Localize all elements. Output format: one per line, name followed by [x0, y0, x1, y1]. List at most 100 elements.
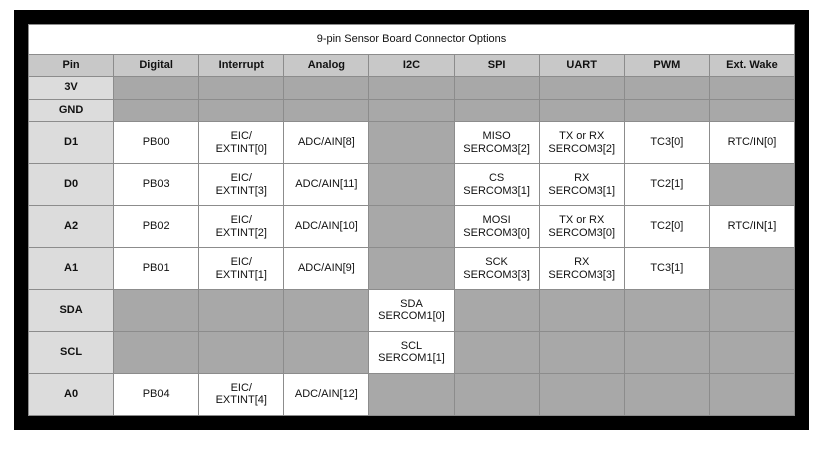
- cell-line: SCL: [400, 339, 423, 352]
- cell-digital: PB01: [113, 247, 200, 290]
- cell-line: SERCOM3[3]: [548, 268, 616, 281]
- empty-cell-digital: [113, 98, 200, 123]
- empty-cell-digital: [113, 76, 200, 100]
- title-row: 9-pin Sensor Board Connector Options: [28, 24, 795, 55]
- cell-line: SERCOM3[2]: [463, 142, 530, 155]
- cell-pwm: TC2[0]: [623, 205, 710, 249]
- cell-line: TX or RX: [559, 129, 605, 142]
- cell-line: EIC/: [230, 171, 252, 184]
- empty-cell-interrupt: [198, 289, 285, 332]
- cell-line: ADC/AIN[10]: [294, 220, 358, 233]
- cell-line: RX: [574, 255, 590, 268]
- cell-line: PB01: [142, 262, 170, 275]
- empty-cell-uart: [538, 76, 625, 100]
- cell-line: ADC/AIN[8]: [297, 136, 355, 149]
- cell-digital: PB00: [113, 121, 200, 165]
- empty-cell-pwm: [623, 372, 710, 417]
- empty-cell-interrupt: [198, 98, 285, 123]
- cell-line: TC2[1]: [650, 178, 684, 191]
- cell-line: SERCOM3[0]: [463, 226, 530, 239]
- empty-cell-spi: [453, 76, 540, 100]
- cell-line: SERCOM3[1]: [548, 184, 616, 197]
- cell-line: EIC/: [230, 381, 252, 394]
- empty-cell-extwake: [708, 330, 796, 374]
- pin-name-cell: D0: [27, 163, 115, 207]
- empty-cell-analog: [283, 289, 370, 332]
- cell-line: EXTINT[0]: [215, 142, 267, 155]
- empty-cell-uart: [538, 98, 625, 123]
- cell-line: SDA: [400, 297, 423, 310]
- cell-line: ADC/AIN[12]: [294, 388, 358, 401]
- cell-digital: PB04: [113, 372, 200, 417]
- pin-capability-table: 9-pin Sensor Board Connector Options Pin…: [27, 24, 796, 417]
- cell-digital: PB02: [113, 205, 200, 249]
- empty-cell-i2c: [368, 163, 455, 207]
- empty-cell-pwm: [623, 289, 710, 332]
- empty-cell-digital: [113, 330, 200, 374]
- pin-name-cell: A1: [27, 247, 115, 290]
- empty-cell-pwm: [623, 76, 710, 100]
- empty-cell-i2c: [368, 205, 455, 249]
- cell-line: TC2[0]: [650, 220, 684, 233]
- empty-cell-analog: [283, 330, 370, 374]
- pin-name-cell: SCL: [27, 330, 115, 374]
- cell-extwake: RTC/IN[1]: [708, 205, 796, 249]
- empty-cell-spi: [453, 372, 540, 417]
- cell-line: TX or RX: [559, 213, 605, 226]
- pin-name-cell: GND: [27, 98, 115, 123]
- pin-name-cell: SDA: [27, 289, 115, 332]
- cell-line: SERCOM3[1]: [463, 184, 530, 197]
- cell-line: MISO: [482, 129, 511, 142]
- column-header-extwake: Ext. Wake: [708, 54, 796, 77]
- column-header-uart: UART: [538, 54, 625, 77]
- empty-cell-i2c: [368, 372, 455, 417]
- cell-pwm: TC3[0]: [623, 121, 710, 165]
- cell-line: EIC/: [230, 129, 252, 142]
- cell-analog: ADC/AIN[11]: [283, 163, 370, 207]
- column-header-analog: Analog: [283, 54, 370, 77]
- cell-interrupt: EIC/EXTINT[0]: [198, 121, 285, 165]
- empty-cell-i2c: [368, 121, 455, 165]
- empty-cell-extwake: [708, 163, 796, 207]
- cell-line: TC3[1]: [650, 262, 684, 275]
- column-header-spi: SPI: [453, 54, 540, 77]
- cell-line: SCK: [485, 255, 508, 268]
- table-frame: 9-pin Sensor Board Connector Options Pin…: [14, 10, 809, 430]
- cell-line: EIC/: [230, 255, 252, 268]
- empty-cell-extwake: [708, 98, 796, 123]
- pin-name-cell: D1: [27, 121, 115, 165]
- cell-interrupt: EIC/EXTINT[3]: [198, 163, 285, 207]
- empty-cell-extwake: [708, 372, 796, 417]
- table-container: 9-pin Sensor Board Connector Options Pin…: [27, 24, 796, 417]
- cell-line: SERCOM3[3]: [463, 268, 530, 281]
- cell-line: ADC/AIN[9]: [297, 262, 355, 275]
- empty-cell-extwake: [708, 76, 796, 100]
- empty-cell-interrupt: [198, 76, 285, 100]
- cell-line: SERCOM3[2]: [548, 142, 616, 155]
- cell-line: PB00: [142, 136, 170, 149]
- pin-name-cell: 3V: [27, 76, 115, 100]
- empty-cell-uart: [538, 289, 625, 332]
- cell-line: EIC/: [230, 213, 252, 226]
- column-header-digital: Digital: [113, 54, 200, 77]
- cell-line: RTC/IN[1]: [727, 220, 777, 233]
- cell-line: EXTINT[3]: [215, 184, 267, 197]
- cell-extwake: RTC/IN[0]: [708, 121, 796, 165]
- empty-cell-uart: [538, 372, 625, 417]
- cell-line: RX: [574, 171, 590, 184]
- cell-line: SERCOM1[0]: [378, 310, 445, 323]
- cell-analog: ADC/AIN[10]: [283, 205, 370, 249]
- cell-line: EXTINT[4]: [215, 394, 267, 407]
- cell-pwm: TC3[1]: [623, 247, 710, 290]
